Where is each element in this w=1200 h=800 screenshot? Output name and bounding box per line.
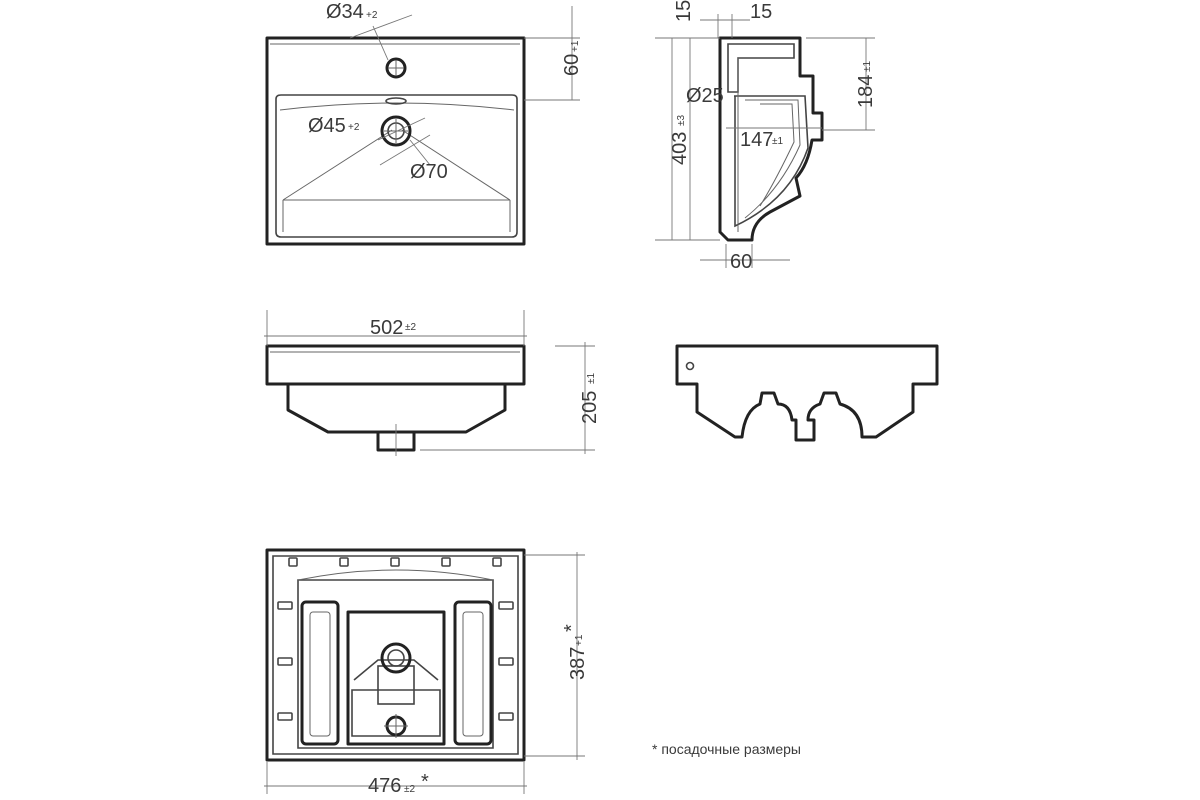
drain-offset-tol: ±1: [772, 136, 783, 147]
footnote: * посадочные размеры: [652, 741, 801, 757]
rear-view-outline: [675, 344, 939, 442]
rear-section-view: [675, 344, 939, 442]
side-view-outline: [718, 36, 824, 242]
width-tol: ±2: [405, 322, 416, 333]
top-view-outline: [265, 36, 526, 246]
height-dim: 403: [669, 132, 691, 165]
bottom-drain-inner: [387, 649, 405, 667]
drain-outer-ring: [380, 115, 412, 147]
front-depth-dim: 60: [561, 54, 583, 76]
top-view-bowl: [275, 94, 518, 238]
bottom-clips-top: [277, 557, 514, 721]
tap-hole-tol: +2: [366, 10, 378, 21]
rim-offset-dim: 15: [750, 1, 772, 23]
rim-thickness-dim: 15: [673, 0, 695, 22]
base-width-dim: 60: [730, 251, 752, 273]
front-depth-tol: +1: [570, 40, 581, 52]
tap-hole: [385, 57, 407, 79]
front-view-rim: [265, 344, 526, 386]
center-pedestal: [346, 610, 446, 746]
drain-tol: +2: [348, 122, 360, 133]
depth-dim: 387: [567, 647, 589, 680]
depth-mark: *: [561, 624, 583, 632]
height-dim: 205: [579, 391, 601, 424]
width-dim: 502: [370, 317, 403, 339]
width-tol: ±2: [404, 784, 415, 795]
right-rib: [453, 600, 493, 746]
height-tol: ±1: [586, 373, 597, 384]
side-section-view: 15 15 403 ±3 Ø25 147 ±1 184 ±1 60: [655, 0, 877, 273]
bottom-view-outline: [265, 548, 526, 762]
width-mark: *: [421, 771, 429, 793]
overflow-slot: [385, 97, 407, 105]
overflow-dim: Ø25: [686, 85, 724, 107]
front-view-bowl: [286, 384, 507, 434]
bottom-drain-outer: [380, 642, 412, 674]
left-rib: [300, 600, 340, 746]
drain-height-dim: 184: [855, 75, 877, 108]
width-dim: 476: [368, 775, 401, 797]
tap-hole-dim: Ø34: [326, 1, 364, 23]
bottom-view: 387 +1 * 476 ±2 *: [264, 548, 589, 797]
mounting-hole: [685, 361, 695, 371]
outer-ring-dim: Ø70: [410, 161, 448, 183]
depth-tol: +1: [574, 634, 585, 646]
drain-dim: Ø45: [308, 115, 346, 137]
drain-offset-dim: 147: [740, 129, 773, 151]
front-view: 502 ±2 205 ±1: [264, 310, 601, 456]
height-tol: ±3: [676, 115, 687, 126]
top-view: Ø34 +2 Ø45 +2 Ø70 60 +1: [265, 1, 583, 246]
drain-height-tol: ±1: [862, 61, 873, 72]
